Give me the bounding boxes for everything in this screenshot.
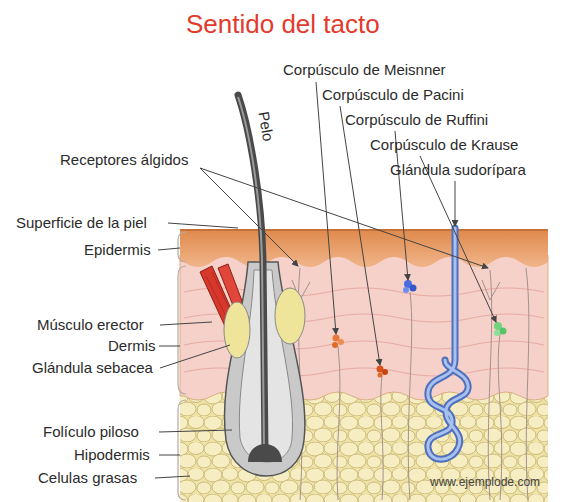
- part-label: Superficie de la piel: [16, 214, 147, 231]
- part-label: Músculo erector: [37, 316, 144, 333]
- part-label: Folículo piloso: [43, 423, 139, 440]
- part-label: Glándula sudorípara: [390, 161, 526, 178]
- bracket: [178, 232, 186, 262]
- part-label: Celulas grasas: [38, 469, 137, 486]
- ruffini-corpuscle: [410, 285, 417, 292]
- part-label: Receptores álgidos: [60, 151, 188, 168]
- leader-line: [316, 82, 336, 334]
- part-label: Corpúsculo de Meisnner: [283, 61, 446, 78]
- krause-corpuscle: [500, 328, 507, 335]
- leader-line: [168, 223, 238, 228]
- part-label: Corpúsculo de Pacini: [322, 86, 464, 103]
- leader-line: [158, 248, 180, 250]
- leader-line: [155, 476, 190, 478]
- bracket: [178, 266, 186, 394]
- part-label: Corpúsculo de Ruffini: [345, 111, 488, 128]
- leader-line: [159, 346, 180, 347]
- part-label: Glándula sebacea: [32, 359, 153, 376]
- leader-line: [160, 322, 212, 325]
- meissner-corpuscle: [338, 339, 344, 345]
- krause-corpuscle: [494, 330, 500, 336]
- leader-line: [159, 455, 180, 456]
- skin-surface: [180, 229, 548, 231]
- nerve: [488, 270, 491, 500]
- receptors: [332, 280, 507, 378]
- sweat-gland-duct: [428, 228, 468, 459]
- leader-line: [395, 131, 408, 280]
- layer-brackets: [178, 232, 186, 500]
- ruffini-corpuscle: [403, 287, 409, 293]
- part-label: Epidermis: [84, 241, 151, 258]
- pacini-corpuscle: [378, 373, 383, 378]
- leader-line: [200, 168, 298, 266]
- leader-line: [420, 156, 496, 322]
- nerve: [526, 268, 529, 500]
- nerve: [337, 346, 340, 500]
- leader-line: [159, 430, 232, 432]
- leader-line: [160, 345, 230, 368]
- hair-bulb: [248, 444, 282, 462]
- hair-shaft: [238, 95, 265, 452]
- watermark: www.ejemplode.com: [430, 476, 540, 490]
- bracket: [178, 400, 186, 500]
- part-label: Dermis: [108, 337, 156, 354]
- sweat-gland: [428, 228, 468, 459]
- nerve: [408, 292, 411, 500]
- pacini-corpuscle: [382, 369, 388, 375]
- part-label: Pelo: [255, 110, 277, 143]
- sebaceous-gland: [275, 288, 305, 344]
- leader-line: [455, 181, 456, 226]
- leader-line: [200, 168, 488, 268]
- part-label: Hipodermis: [74, 446, 150, 463]
- diagram-title: Sentido del tacto: [186, 10, 380, 40]
- nerve: [381, 376, 383, 500]
- part-label: Corpúsculo de Krause: [370, 136, 518, 153]
- meissner-corpuscle: [332, 342, 338, 348]
- nerves: [292, 268, 529, 500]
- sebaceous-gland: [224, 302, 250, 358]
- hair-highlight: [238, 97, 264, 450]
